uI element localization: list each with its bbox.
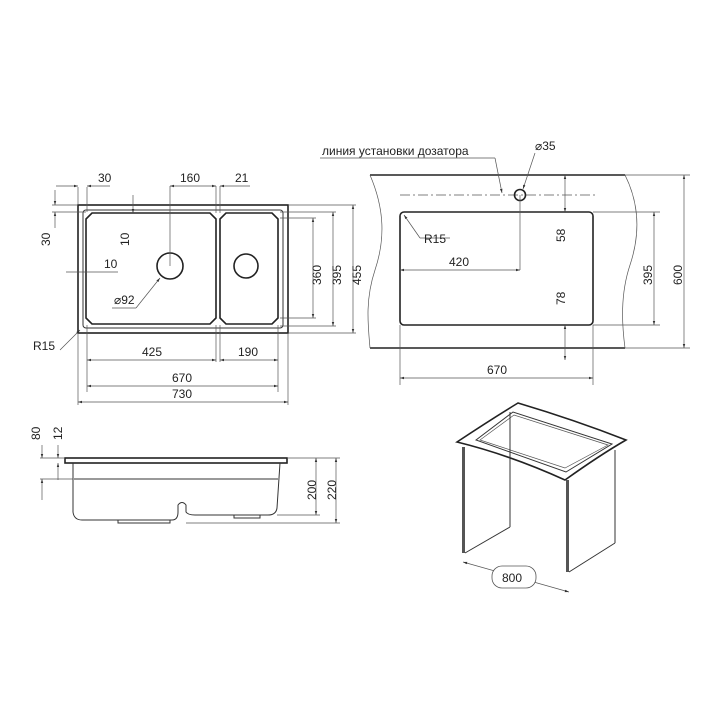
dim-min-cabinet: 800 <box>502 571 522 585</box>
dim-bowl-depth: 360 <box>310 265 324 285</box>
cutout-corner-radius: R15 <box>424 232 446 246</box>
dim-drain-offset: 160 <box>180 171 200 185</box>
dispenser-line-label: линия установки дозатора <box>322 144 469 158</box>
dim-bowl-inset-top: 10 <box>118 232 132 246</box>
side-view: 80 12 200 220 <box>29 426 340 524</box>
right-bowl <box>219 212 279 325</box>
sink-body-profile <box>72 462 281 521</box>
cabinet-leg-left <box>462 447 465 553</box>
rim-inner <box>82 209 284 329</box>
dim-drain-diameter: ⌀92 <box>114 293 135 307</box>
drain-right <box>233 514 261 519</box>
dispenser-hole-diameter: ⌀35 <box>535 139 556 153</box>
dim-inner-depth: 395 <box>330 265 344 285</box>
drain-left <box>117 519 171 524</box>
sink-opening <box>474 411 614 473</box>
dim-overall-height: 220 <box>325 480 339 500</box>
left-bowl <box>85 212 217 325</box>
dim-cutout-width: 670 <box>487 363 507 377</box>
dim-top-gap: 58 <box>554 228 568 242</box>
cabinet-leg-front <box>566 480 569 572</box>
dim-bowl-height: 200 <box>305 480 319 500</box>
dim-bottom-gap: 78 <box>554 291 568 305</box>
dim-inner-width: 670 <box>172 371 192 385</box>
cabinet-view: 800 <box>455 402 628 593</box>
dim-bowl-inset-left: 10 <box>104 257 118 271</box>
dim-corner-radius: R15 <box>33 339 55 353</box>
dim-cutout-depth: 395 <box>641 265 655 285</box>
countertop <box>455 402 628 481</box>
dim-counter-depth: 600 <box>671 265 685 285</box>
cutout-view: линия установки дозатора ⌀35 R15 420 58 … <box>320 139 690 385</box>
cutout-outline <box>399 211 594 326</box>
dim-right-bowl-width: 190 <box>238 345 258 359</box>
top-view: 30 160 21 30 10 10 ⌀92 R15 425 190 <box>33 171 364 405</box>
dim-hole-offset: 420 <box>449 255 469 269</box>
sink-outline <box>77 204 289 334</box>
sink-rim-profile <box>64 457 288 464</box>
min-cabinet-badge <box>491 565 537 589</box>
dim-divider: 21 <box>235 171 249 185</box>
dim-left-bowl-width: 425 <box>142 345 162 359</box>
dim-rim-left: 30 <box>98 171 112 185</box>
right-drain <box>233 253 259 279</box>
dim-outer-width: 730 <box>172 387 192 401</box>
dim-rim-top: 30 <box>39 232 53 246</box>
dim-rim-12: 12 <box>51 426 65 440</box>
dim-total-80: 80 <box>29 426 43 440</box>
dim-outer-depth: 455 <box>350 265 364 285</box>
